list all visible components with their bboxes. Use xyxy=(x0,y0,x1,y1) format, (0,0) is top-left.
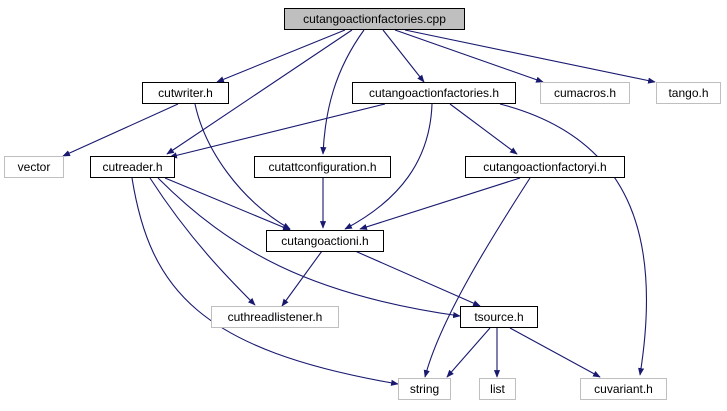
node-cumacros-h: cumacros.h xyxy=(540,82,630,104)
edge-root-cutattconfiguration xyxy=(320,29,365,155)
node-label: cutangoactionfactoryi.h xyxy=(483,160,607,174)
node-label: cutangoactioni.h xyxy=(281,234,369,248)
node-label: string xyxy=(409,382,440,396)
edge-cutreader-tsource xyxy=(157,177,461,319)
node-label: cutattconfiguration.h xyxy=(268,160,377,174)
edge-cutangoactionfactoryi-cutangoactioni xyxy=(359,177,521,230)
edge-cutangoactioni-cuthreadlistener xyxy=(281,250,323,307)
node-label: list xyxy=(490,382,505,396)
edge-root-tango xyxy=(404,29,656,84)
node-label: cuvariant.h xyxy=(594,382,653,396)
edge-root-cutangoactionfactories-h xyxy=(382,29,425,83)
node-label: cutwriter.h xyxy=(158,86,213,100)
edge-cutangoactionfactoryi-string xyxy=(423,177,531,378)
node-tsource-h[interactable]: tsource.h xyxy=(460,306,538,328)
node-cutwriter-h[interactable]: cutwriter.h xyxy=(142,82,229,104)
edge-cutreader-cutangoactioni xyxy=(164,177,291,231)
edge-root-cutreader xyxy=(166,29,353,155)
node-cutreader-h[interactable]: cutreader.h xyxy=(90,156,175,178)
edge-factories-cuvariant xyxy=(499,103,648,376)
node-root-cpp[interactable]: cutangoactionfactories.cpp xyxy=(284,8,465,30)
node-string: string xyxy=(398,378,451,400)
edge-factories-cutangoactionfactoryi xyxy=(449,103,518,155)
node-label: cutangoactionfactories.h xyxy=(368,86,500,100)
edge-cutreader-string xyxy=(131,177,399,386)
edge-tsource-cuvariant xyxy=(509,327,601,378)
edge-cutwriter-cutangoactioni xyxy=(194,103,291,230)
node-label: cutreader.h xyxy=(102,160,163,174)
node-label: tsource.h xyxy=(474,310,524,324)
node-vector: vector xyxy=(4,156,64,178)
edge-cutangoactioni-tsource xyxy=(354,250,481,307)
node-tango-h: tango.h xyxy=(656,82,721,104)
node-label: tango.h xyxy=(668,86,709,100)
node-cutangoactioni-h[interactable]: cutangoactioni.h xyxy=(266,230,384,252)
edge-tsource-string xyxy=(446,327,491,378)
node-label: cuthreadlistener.h xyxy=(227,310,323,324)
node-cutangoactionfactoryi-h[interactable]: cutangoactionfactoryi.h xyxy=(465,156,625,178)
edge-root-cumacros xyxy=(394,29,544,83)
node-cutattconfiguration-h[interactable]: cutattconfiguration.h xyxy=(254,156,391,178)
node-list: list xyxy=(479,378,516,400)
node-cuvariant-h: cuvariant.h xyxy=(580,378,667,400)
node-label: cutangoactionfactories.cpp xyxy=(303,12,446,26)
edge-factories-cutreader xyxy=(169,103,386,159)
edge-cutwriter-vector xyxy=(62,103,179,157)
node-cuthreadlistener-h: cuthreadlistener.h xyxy=(211,306,339,328)
edge-root-cutwriter xyxy=(216,29,346,83)
edge-cutreader-cuthreadlistener xyxy=(149,177,256,306)
node-label: cumacros.h xyxy=(553,86,617,100)
edge-factories-cutangoactioni xyxy=(344,103,433,230)
node-label: vector xyxy=(17,160,51,174)
node-cutangoactionfactories-h[interactable]: cutangoactionfactories.h xyxy=(352,82,516,104)
